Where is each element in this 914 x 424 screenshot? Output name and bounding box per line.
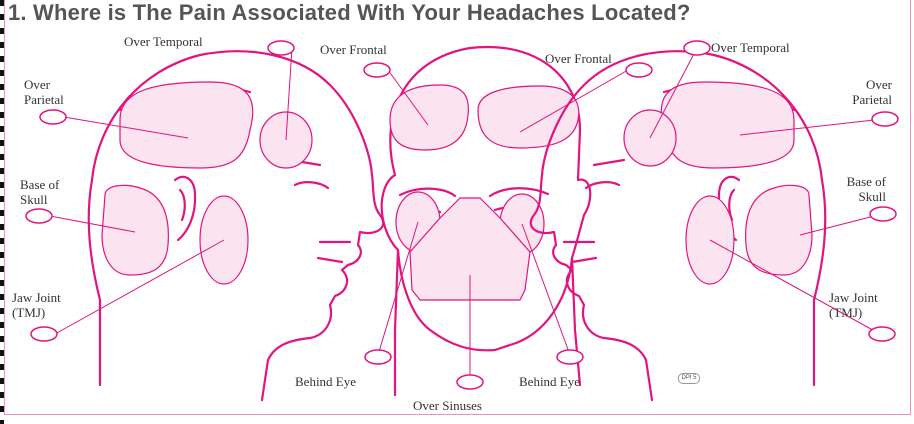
form-code: DPI 5 <box>678 373 700 384</box>
base-of-skull-right-checkbox <box>870 207 896 221</box>
label-over-parietal-left: Over Parietal <box>24 77 64 107</box>
left-parietal-region <box>120 82 253 168</box>
over-frontal-right-checkbox <box>626 63 652 77</box>
over-parietal-left-checkbox <box>40 110 66 124</box>
label-over-parietal-right: Over Parietal <box>836 77 892 107</box>
over-frontal-left-checkbox <box>364 63 390 77</box>
over-parietal-right-checkbox <box>872 112 898 126</box>
label-over-temporal-right: Over Temporal <box>711 40 790 55</box>
behind-eye-right-checkbox <box>557 350 583 364</box>
over-temporal-right-checkbox <box>684 41 710 55</box>
label-behind-eye-left: Behind Eye <box>295 374 356 389</box>
label-over-temporal-left: Over Temporal <box>124 34 203 49</box>
jaw-joint-right-checkbox <box>869 327 895 341</box>
right-parietal-region <box>661 82 794 168</box>
center-frontal-right-region <box>478 86 579 148</box>
label-over-frontal-right: Over Frontal <box>545 51 612 66</box>
label-base-of-skull-right: Base of Skull <box>836 174 886 204</box>
left-skull-base-region <box>102 185 168 275</box>
label-behind-eye-right: Behind Eye <box>519 374 580 389</box>
base-of-skull-left-checkbox <box>26 209 52 223</box>
over-sinuses-checkbox <box>457 375 483 389</box>
center-frontal-left-region <box>390 85 468 150</box>
label-over-sinuses: Over Sinuses <box>413 398 482 413</box>
right-skull-base-region <box>746 185 812 275</box>
label-jaw-joint-right: Jaw Joint (TMJ) <box>829 290 878 320</box>
label-over-frontal-left: Over Frontal <box>320 42 387 57</box>
label-base-of-skull-left: Base of Skull <box>20 177 59 207</box>
label-jaw-joint-left: Jaw Joint (TMJ) <box>12 290 61 320</box>
over-temporal-left-checkbox <box>268 41 294 55</box>
jaw-joint-left-checkbox <box>31 327 57 341</box>
behind-eye-left-checkbox <box>365 350 391 364</box>
